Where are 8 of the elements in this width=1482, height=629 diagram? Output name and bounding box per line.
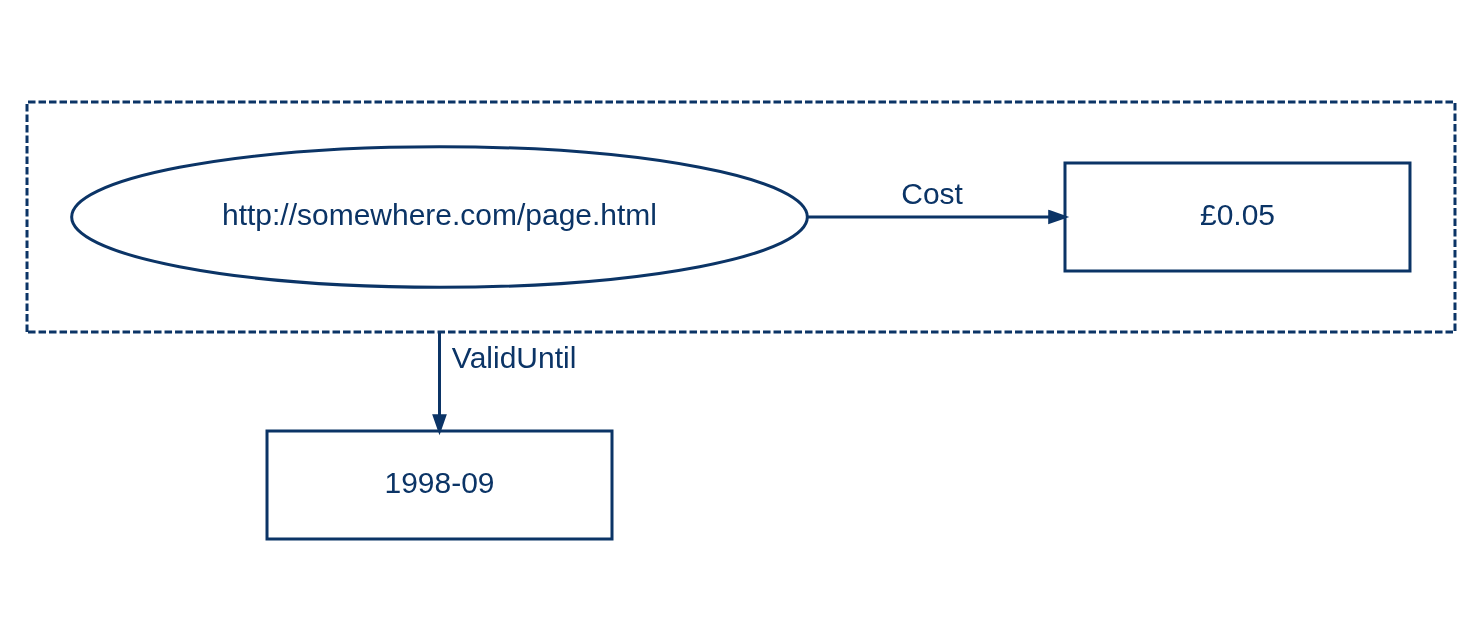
arrow	[807, 209, 1070, 225]
edge-label: Cost	[901, 176, 963, 210]
edge-label: ValidUntil	[451, 341, 577, 374]
node-box: £0.05	[1063, 161, 1412, 273]
arrow	[432, 332, 447, 436]
cluster	[25, 100, 1457, 334]
node-box: 1998-09	[265, 429, 614, 541]
node-ellipse: http://somewhere.com/page.html	[70, 145, 809, 289]
